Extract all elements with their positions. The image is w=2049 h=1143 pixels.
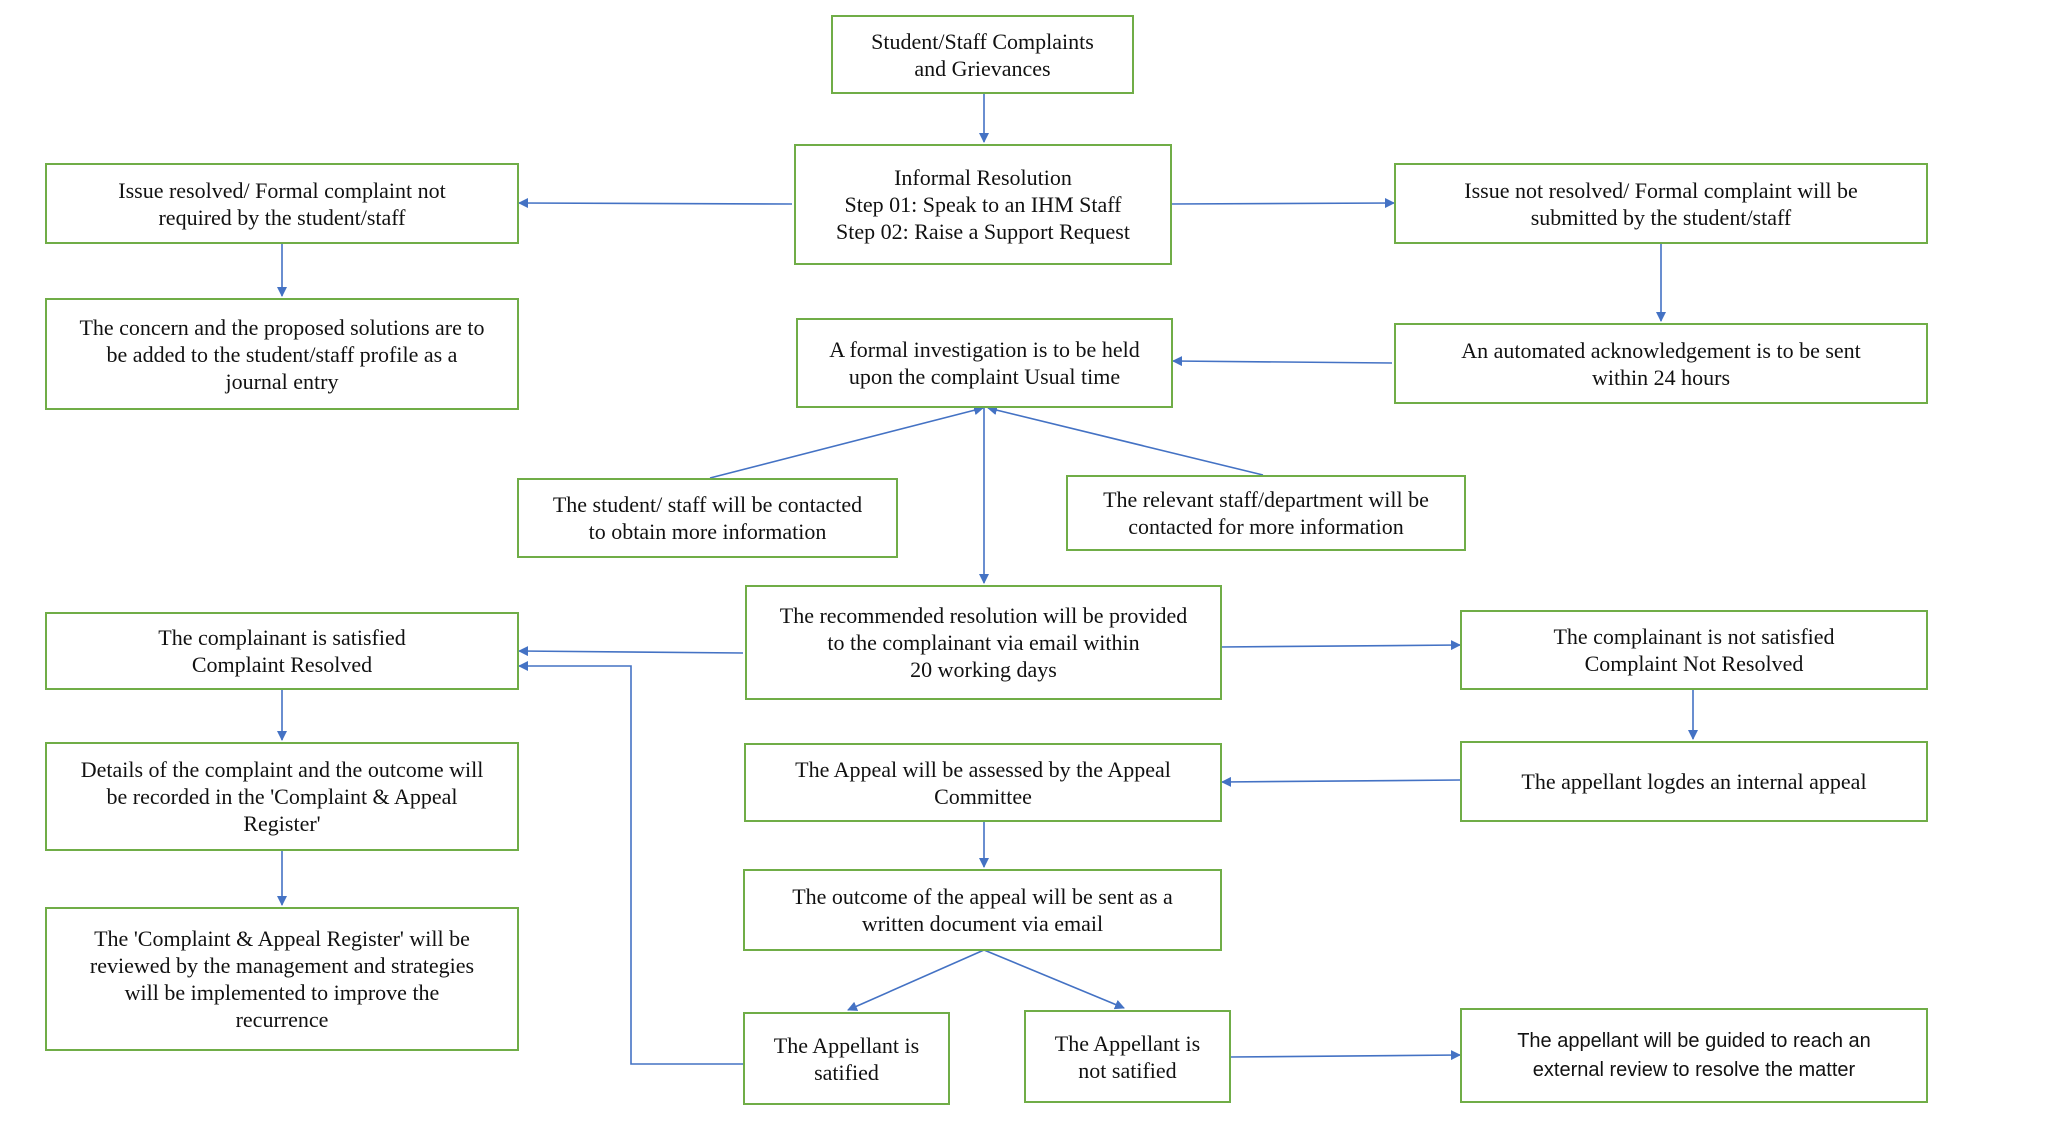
node-issue-resolved: Issue resolved/ Formal complaint not req…: [45, 163, 519, 244]
node-external-review: The appellant will be guided to reach an…: [1460, 1008, 1928, 1103]
node-contact-student: The student/ staff will be contacted to …: [517, 478, 898, 558]
node-auto-acknowledgement-text: An automated acknowledgement is to be se…: [1461, 337, 1861, 390]
node-contact-department: The relevant staff/department will be co…: [1066, 475, 1466, 551]
arrow-recommended-to-not-satisfied: [1219, 640, 1461, 651]
node-appeal-assessed: The Appeal will be assessed by the Appea…: [744, 743, 1222, 822]
node-appellant-satisfied-text: The Appellant is satified: [773, 1032, 920, 1085]
node-informal-resolution-text: Informal Resolution Step 01: Speak to an…: [836, 165, 1130, 244]
node-formal-investigation: A formal investigation is to be held upo…: [796, 318, 1173, 408]
node-issue-resolved-text: Issue resolved/ Formal complaint not req…: [118, 177, 446, 230]
node-informal-resolution: Informal Resolution Step 01: Speak to an…: [794, 144, 1172, 265]
arrow-outcome-to-appellant-satisfied: [847, 949, 985, 1011]
node-complainant-not-satisfied: The complainant is not satisfied Complai…: [1460, 610, 1928, 690]
node-register-review-text: The 'Complaint & Appeal Register' will b…: [89, 926, 475, 1032]
node-details-register: Details of the complaint and the outcome…: [45, 742, 519, 851]
arrow-informal-to-not-resolved: [1169, 198, 1395, 209]
node-concern-profile-text: The concern and the proposed solutions a…: [79, 314, 485, 394]
arrow-student-to-investigation: [709, 405, 984, 479]
arrow-ack-to-investigation: [1172, 356, 1393, 367]
node-formal-investigation-text: A formal investigation is to be held upo…: [829, 337, 1140, 389]
node-details-register-text: Details of the complaint and the outcome…: [80, 757, 484, 836]
arrow-recommended-to-satisfied: [518, 646, 744, 657]
node-internal-appeal-text: The appellant logdes an internal appeal: [1521, 769, 1867, 794]
node-recommended-resolution: The recommended resolution will be provi…: [745, 585, 1222, 700]
node-auto-acknowledgement: An automated acknowledgement is to be se…: [1394, 323, 1928, 404]
arrow-department-to-investigation: [987, 405, 1264, 476]
node-register-review: The 'Complaint & Appeal Register' will b…: [45, 907, 519, 1051]
arrow-outcome-to-appellant-not-satisfied: [983, 949, 1125, 1010]
arrow-appeal-to-assessed: [1221, 776, 1461, 787]
node-root-text: Student/Staff Complaints and Grievances: [871, 28, 1094, 81]
arrow-appellant-satisfied-to-satisfied: [518, 661, 746, 1065]
node-contact-student-text: The student/ staff will be contacted to …: [552, 492, 863, 544]
arrow-not-satisfied-to-external: [1229, 1050, 1461, 1061]
node-root: Student/Staff Complaints and Grievances: [831, 15, 1134, 94]
node-issue-not-resolved-text: Issue not resolved/ Formal complaint wil…: [1464, 177, 1858, 230]
node-appellant-not-satisfied: The Appellant is not satified: [1024, 1010, 1231, 1103]
node-appeal-outcome: The outcome of the appeal will be sent a…: [743, 869, 1222, 951]
node-complainant-not-satisfied-text: The complainant is not satisfied Complai…: [1553, 624, 1835, 676]
node-external-review-text: The appellant will be guided to reach an…: [1517, 1029, 1871, 1081]
node-internal-appeal: The appellant logdes an internal appeal: [1460, 741, 1928, 822]
node-complainant-satisfied-text: The complainant is satisfied Complaint R…: [158, 625, 406, 677]
node-recommended-resolution-text: The recommended resolution will be provi…: [779, 603, 1188, 682]
node-complainant-satisfied: The complainant is satisfied Complaint R…: [45, 612, 519, 690]
node-appellant-not-satisfied-text: The Appellant is not satified: [1054, 1030, 1201, 1083]
node-appeal-assessed-text: The Appeal will be assessed by the Appea…: [795, 756, 1171, 809]
node-appellant-satisfied: The Appellant is satified: [743, 1012, 950, 1105]
node-contact-department-text: The relevant staff/department will be co…: [1103, 487, 1429, 539]
node-concern-profile: The concern and the proposed solutions a…: [45, 298, 519, 410]
node-issue-not-resolved: Issue not resolved/ Formal complaint wil…: [1394, 163, 1928, 244]
arrow-informal-to-resolved: [518, 198, 793, 209]
node-appeal-outcome-text: The outcome of the appeal will be sent a…: [792, 884, 1173, 936]
